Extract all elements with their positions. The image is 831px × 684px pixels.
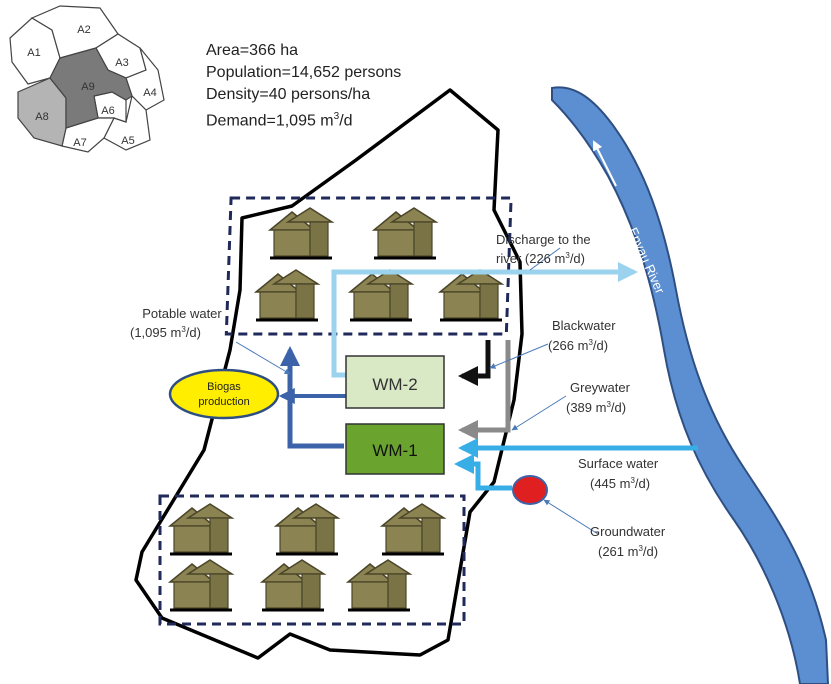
zone-label-a7: A7 <box>73 137 86 149</box>
potable-callout <box>235 341 291 375</box>
wm1-unit <box>345 423 445 475</box>
potable-label: Potable water (1,095 m3/d) <box>130 306 222 340</box>
north-cluster-boundary <box>224 196 513 336</box>
groundwater-source <box>512 475 548 505</box>
potable-line2: (1,095 m <box>130 325 181 340</box>
house <box>274 502 340 556</box>
svg-text:river (226 m3/d): river (226 m3/d) <box>496 251 585 266</box>
house <box>438 268 504 322</box>
blackwater-line1: Blackwater <box>552 318 616 333</box>
potable-water-flow-arrow <box>280 346 344 449</box>
biogas-production <box>168 368 280 420</box>
house <box>168 502 234 556</box>
zone-label-a4: A4 <box>143 87 156 99</box>
groundwater-line2: (261 m <box>598 544 638 559</box>
blackwater-suffix: /d) <box>593 338 608 353</box>
blackwater-label: Blackwater (266 m3/d) <box>548 318 616 353</box>
blackwater-callout <box>489 343 549 369</box>
blackwater-flow-arrow <box>458 340 491 386</box>
zone-label-a5: A5 <box>121 135 134 147</box>
potable-suffix: /d) <box>186 325 201 340</box>
house <box>260 558 326 612</box>
area-text: Area=366 ha <box>206 42 299 59</box>
greywater-flow-arrow <box>458 340 511 440</box>
density-text: Density=40 persons/ha <box>206 86 371 103</box>
zone-a9 <box>49 47 133 129</box>
house <box>168 558 234 612</box>
south-cluster-boundary <box>158 494 466 626</box>
potable-line1: Potable water <box>142 306 222 321</box>
blackwater-sup: 3 <box>588 338 593 347</box>
inset-map: A1 A2 A3 A4 A5 A6 A7 A8 A9 <box>9 5 165 153</box>
greywater-callout <box>511 395 567 431</box>
surface-sup: 3 <box>630 476 635 485</box>
blackwater-line2: (266 m <box>548 338 588 353</box>
surface-suffix: /d) <box>635 476 650 491</box>
zone-label-a1: A1 <box>27 47 40 59</box>
wm2-unit <box>345 355 445 409</box>
zone-label-a8: A8 <box>35 111 48 123</box>
biogas-line1: Biogas <box>207 381 241 393</box>
river <box>551 86 830 684</box>
greywater-line1: Greywater <box>570 380 631 395</box>
zone-label-a3: A3 <box>115 57 128 69</box>
groundwater-label: Groundwater (261 m3/d) <box>590 524 666 559</box>
greywater-suffix: /d) <box>611 400 626 415</box>
catchment-boundary <box>134 88 524 660</box>
zone-label-a6: A6 <box>101 105 114 117</box>
groundwater-callout <box>543 499 599 535</box>
svg-text:(266 m3/d): (266 m3/d) <box>548 338 608 353</box>
discharge-line2: river (226 m <box>496 251 565 266</box>
wm1-label: WM-1 <box>372 441 417 460</box>
svg-text:(261 m3/d): (261 m3/d) <box>598 544 658 559</box>
demand-suffix: /d <box>339 112 353 130</box>
demand-row: Demand=1,095 m3/d <box>206 106 401 132</box>
groundwater-suffix: /d) <box>643 544 658 559</box>
groundwater-sup: 3 <box>638 544 643 553</box>
house <box>348 268 414 322</box>
discharge-suffix: /d) <box>570 251 585 266</box>
house <box>380 502 446 556</box>
house <box>346 558 412 612</box>
house <box>254 268 320 322</box>
discharge-label: Discharge to the river (226 m3/d) <box>496 232 591 266</box>
potable-sup: 3 <box>181 325 186 334</box>
biogas-line2: production <box>198 396 249 408</box>
groundwater-line1: Groundwater <box>590 524 666 539</box>
demand-text: Demand=1,095 m <box>206 112 334 130</box>
svg-text:(1,095 m3/d): (1,095 m3/d) <box>130 325 201 340</box>
river-flow-arrow <box>593 140 617 187</box>
demand-sup: 3 <box>333 111 340 122</box>
house <box>372 206 438 260</box>
population-text: Population=14,652 persons <box>206 64 402 81</box>
discharge-callout <box>529 247 561 271</box>
surface-line2: (445 m <box>590 476 630 491</box>
greywater-label: Greywater (389 m3/d) <box>566 380 631 415</box>
surface-water-label: Surface water (445 m3/d) <box>578 456 659 491</box>
house <box>268 206 334 260</box>
zone-label-a2: A2 <box>77 24 90 36</box>
svg-text:(445 m3/d): (445 m3/d) <box>590 476 650 491</box>
surface-line1: Surface water <box>578 456 659 471</box>
svg-text:(389 m3/d): (389 m3/d) <box>566 400 626 415</box>
greywater-line2: (389 m <box>566 400 606 415</box>
zone-label-a9: A9 <box>81 81 94 93</box>
groundwater-flow-arrow <box>454 454 512 491</box>
area-statistics: Area=366 ha Population=14,652 persons De… <box>206 40 401 132</box>
discharge-sup: 3 <box>565 251 570 260</box>
wm2-label: WM-2 <box>372 375 417 394</box>
discharge-line1: Discharge to the <box>496 232 591 247</box>
greywater-sup: 3 <box>606 400 611 409</box>
